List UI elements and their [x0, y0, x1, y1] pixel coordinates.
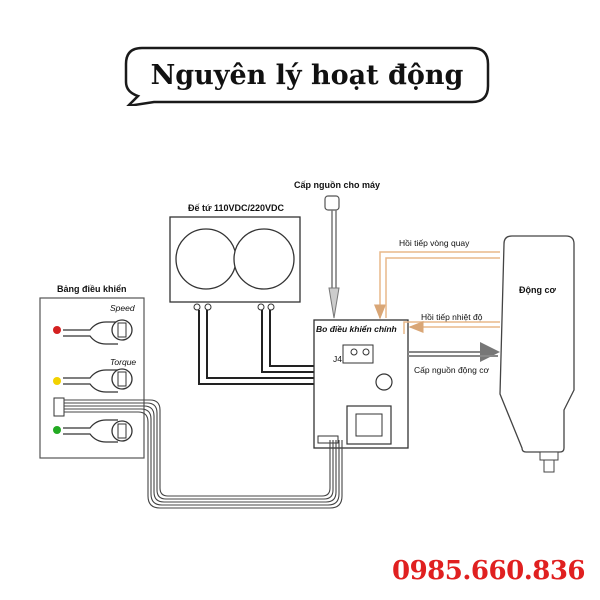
led-red-icon — [53, 326, 61, 334]
label-rotation-feedback: Hồi tiếp vòng quay — [399, 238, 470, 248]
label-motor: Động cơ — [519, 285, 556, 295]
label-capacitor-block: Đế tứ 110VDC/220VDC — [188, 203, 285, 213]
label-main-board: Bo điều khiển chính — [316, 324, 397, 334]
label-control-panel: Bảng điều khiển — [57, 284, 127, 294]
led-yellow-icon — [53, 377, 61, 385]
feedback-lines — [374, 251, 500, 334]
title-bubble: Nguyên lý hoạt động — [124, 46, 490, 106]
power-plug-icon — [324, 195, 340, 319]
motor — [499, 235, 575, 473]
capacitor-block — [169, 216, 301, 311]
label-power-supply-machine: Cấp nguồn cho máy — [294, 180, 380, 190]
page-title: Nguyên lý hoạt động — [150, 59, 464, 91]
label-torque: Torque — [110, 357, 136, 367]
control-panel — [39, 297, 145, 459]
ribbon-cable — [64, 399, 343, 509]
led-green-icon — [53, 426, 61, 434]
label-connector-j4: J4 — [333, 354, 342, 364]
label-motor-power: Cấp nguồn động cơ — [414, 365, 489, 375]
speech-bubble-shape — [124, 46, 490, 106]
phone-number: 0985.660.836 — [392, 556, 586, 586]
main-board — [313, 319, 409, 449]
motor-power-arrow — [408, 342, 500, 362]
label-temperature-feedback: Hồi tiếp nhiệt độ — [421, 312, 483, 322]
label-speed: Speed — [110, 303, 135, 313]
